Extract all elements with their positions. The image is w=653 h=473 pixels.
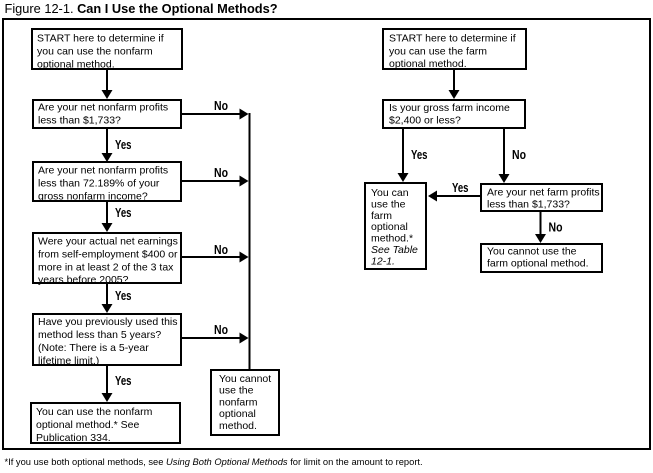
svg-text:No: No: [214, 98, 228, 113]
svg-text:See Table: See Table: [371, 244, 418, 256]
svg-text:$2,400 or less?: $2,400 or less?: [389, 115, 461, 127]
svg-text:You can use the nonfarm: You can use the nonfarm: [36, 406, 153, 418]
svg-text:use the: use the: [219, 385, 254, 397]
svg-text:farm: farm: [371, 210, 392, 222]
svg-text:more in at least 2 of the 3 ta: more in at least 2 of the 3 tax: [38, 262, 174, 274]
svg-text:Yes: Yes: [115, 205, 132, 220]
svg-text:less than $1,733?: less than $1,733?: [38, 115, 121, 127]
svg-text:you can use the farm: you can use the farm: [389, 45, 487, 57]
svg-text:No: No: [214, 165, 228, 180]
svg-text:optional method.* See: optional method.* See: [36, 419, 139, 431]
svg-text:farm optional method.: farm optional method.: [487, 258, 589, 270]
svg-text:less than $1,733?: less than $1,733?: [487, 199, 570, 211]
svg-text:optional: optional: [219, 408, 256, 420]
svg-text:No: No: [214, 322, 228, 337]
svg-text:from self-employment $400 or: from self-employment $400 or: [38, 249, 178, 261]
svg-text:gross nonfarm income?: gross nonfarm income?: [38, 191, 148, 203]
svg-text:Yes: Yes: [115, 288, 132, 303]
svg-text:optional: optional: [371, 221, 408, 233]
svg-text:Have you previously used this: Have you previously used this: [38, 316, 178, 328]
svg-text:You cannot use the: You cannot use the: [487, 246, 577, 258]
svg-text:No: No: [214, 242, 228, 257]
svg-text:years before 2005?: years before 2005?: [38, 274, 129, 286]
svg-text:Publication 334.: Publication 334.: [36, 432, 111, 444]
svg-text:method less than 5 years?: method less than 5 years?: [38, 329, 161, 341]
svg-text:Are your net farm profits: Are your net farm profits: [487, 187, 600, 199]
svg-text:START here to determine if: START here to determine if: [37, 33, 164, 45]
svg-text:No: No: [512, 147, 526, 162]
svg-text:START here to determine if: START here to determine if: [389, 33, 516, 45]
svg-text:Are your net nonfarm profits: Are your net nonfarm profits: [38, 165, 168, 177]
svg-text:You can: You can: [371, 187, 409, 199]
svg-text:Is your gross farm income: Is your gross farm income: [389, 102, 510, 114]
svg-text:use the: use the: [371, 198, 406, 210]
svg-text:optional method.: optional method.: [389, 58, 467, 70]
svg-text:lifetime limit.): lifetime limit.): [38, 355, 99, 367]
svg-text:Yes: Yes: [115, 373, 132, 388]
svg-text:method.*: method.*: [371, 233, 413, 245]
svg-text:you can use the nonfarm: you can use the nonfarm: [37, 46, 153, 58]
svg-text:(Note: There is a 5-year: (Note: There is a 5-year: [38, 342, 149, 354]
svg-text:method.: method.: [219, 420, 257, 432]
svg-text:Are your net nonfarm profits: Are your net nonfarm profits: [38, 102, 168, 114]
svg-text:*If you use both optional meth: *If you use both optional methods, see U…: [5, 457, 423, 467]
svg-text:nonfarm: nonfarm: [219, 396, 258, 408]
svg-text:less than 72.189% of your: less than 72.189% of your: [38, 178, 160, 190]
svg-text:Were your actual net earnings: Were your actual net earnings: [38, 236, 178, 248]
svg-text:Figure 12-1. Can I Use the Opt: Figure 12-1. Can I Use the Optional Meth…: [5, 1, 278, 16]
svg-text:Yes: Yes: [115, 137, 132, 152]
svg-text:Yes: Yes: [452, 180, 469, 195]
svg-text:You cannot: You cannot: [219, 373, 271, 385]
svg-text:optional method.: optional method.: [37, 59, 115, 71]
svg-text:12-1.: 12-1.: [371, 255, 395, 267]
svg-text:No: No: [549, 220, 563, 235]
svg-text:Yes: Yes: [411, 147, 428, 162]
